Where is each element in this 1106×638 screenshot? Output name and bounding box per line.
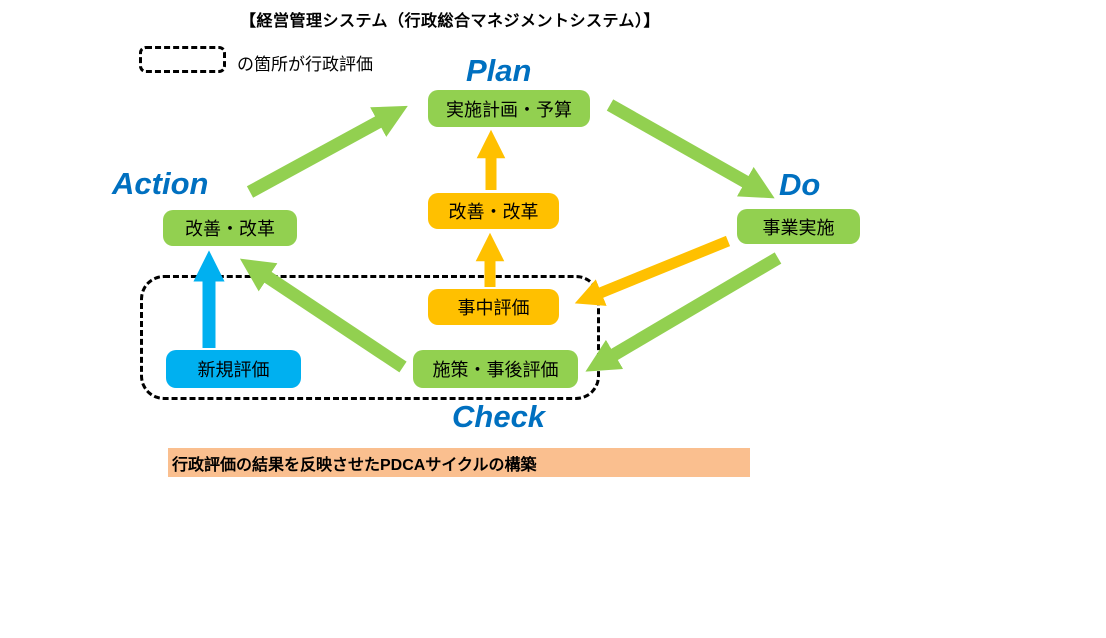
phase-label-plan: Plan	[466, 53, 532, 88]
node-midterm-eval: 事中評価	[428, 289, 559, 325]
phase-label-action: Action	[112, 166, 209, 201]
node-action-kaizen: 改善・改革	[163, 210, 297, 246]
node-policy-expost-eval: 施策・事後評価	[413, 350, 578, 388]
arrow-do-to-expost-icon	[585, 252, 782, 372]
phase-label-check: Check	[452, 399, 546, 434]
diagram-title: 【経営管理システム（行政総合マネジメントシステム）】	[240, 13, 661, 30]
footer-banner-text: 行政評価の結果を反映させたPDCAサイクルの構築	[172, 456, 537, 474]
footer-banner: 行政評価の結果を反映させたPDCAサイクルの構築	[168, 448, 750, 477]
phase-label-do: Do	[779, 167, 821, 202]
arrow-do-to-midterm-icon	[574, 235, 731, 306]
arrow-plan-to-do-icon	[606, 99, 775, 199]
arrow-action-to-plan-icon	[246, 105, 408, 198]
legend-label: の箇所が行政評価	[237, 55, 373, 74]
node-do-implementation: 事業実施	[737, 209, 860, 244]
node-plan-budget: 実施計画・予算	[428, 90, 590, 127]
node-new-eval: 新規評価	[166, 350, 301, 388]
legend-dashed-box	[139, 46, 226, 73]
node-kaizen-center: 改善・改革	[428, 193, 559, 229]
